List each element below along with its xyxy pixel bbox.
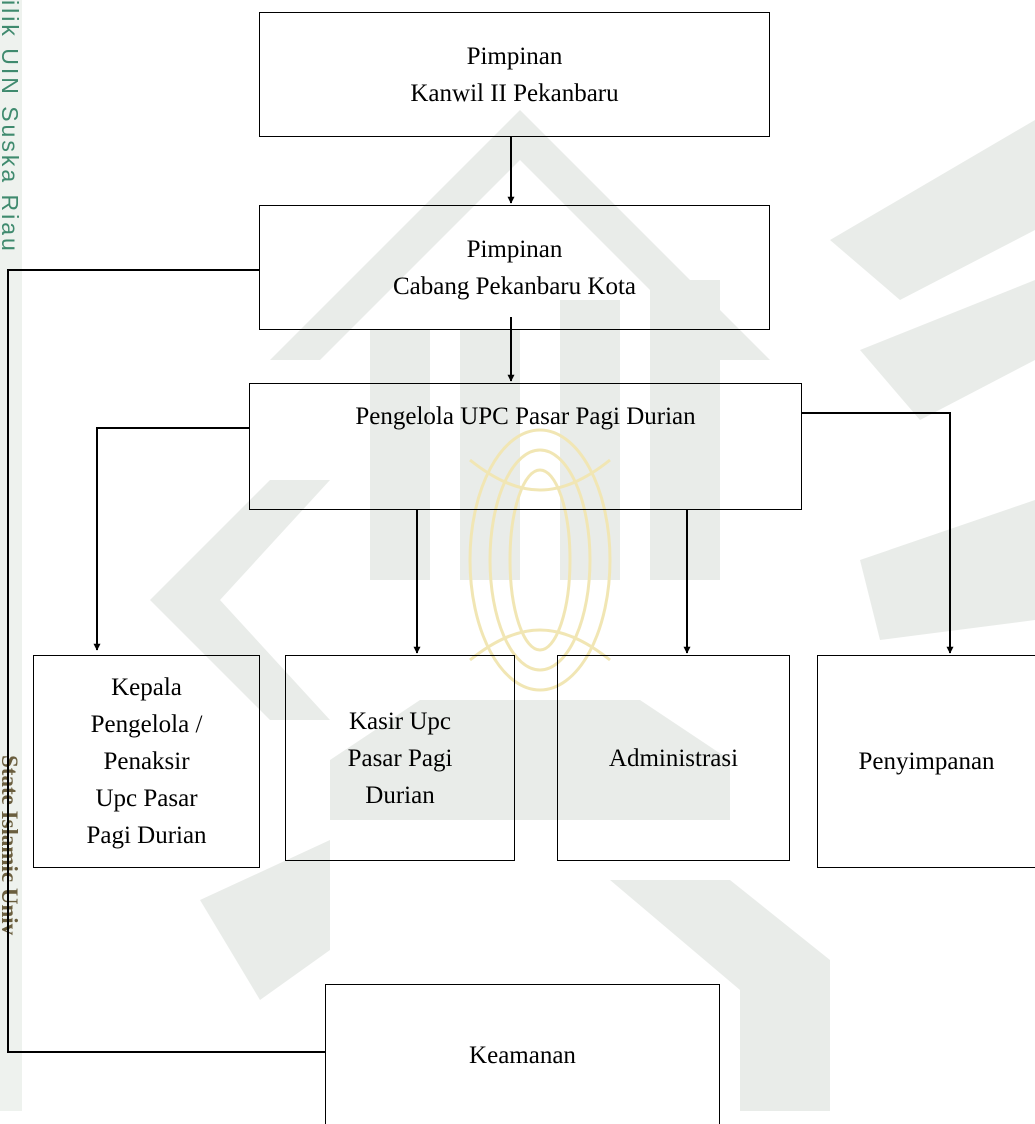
node-administrasi: Administrasi	[557, 655, 790, 861]
edge-pengelola-penyimpanan	[802, 412, 954, 654]
node-label: Administrasi	[608, 744, 739, 772]
edge-cabang-keamanan	[7, 269, 326, 1053]
watermark-vertical-text-2: State Islamic Univ	[0, 755, 22, 936]
watermark-vertical-text: ilik UIN Suska Riau	[0, 0, 23, 254]
left-margin-band	[0, 0, 22, 1111]
node-kanwil: Pimpinan Kanwil II Pekanbaru	[259, 12, 770, 137]
node-label: Pengelola UPC Pasar Pagi Durian	[355, 403, 696, 430]
node-kepala: Kepala Pengelola / Penaksir Upc Pasar Pa…	[33, 655, 260, 868]
node-label: Keamanan	[469, 1042, 576, 1069]
node-cabang: Pimpinan Cabang Pekanbaru Kota	[259, 205, 770, 330]
edge-pengelola-kepala	[93, 427, 250, 651]
node-label: Pimpinan Kanwil II Pekanbaru	[410, 42, 619, 107]
node-keamanan: Keamanan	[325, 984, 720, 1124]
node-label: Kasir Upc Pasar Pagi Durian	[347, 707, 453, 809]
node-kasir: Kasir Upc Pasar Pagi Durian	[285, 655, 515, 861]
node-penyimpanan: Penyimpanan	[817, 655, 1035, 868]
node-label: Penyimpanan	[858, 748, 995, 775]
node-pengelola: Pengelola UPC Pasar Pagi Durian	[249, 383, 802, 510]
node-label: Pimpinan Cabang Pekanbaru Kota	[393, 235, 636, 300]
node-label: Kepala Pengelola / Penaksir Upc Pasar Pa…	[86, 674, 207, 849]
